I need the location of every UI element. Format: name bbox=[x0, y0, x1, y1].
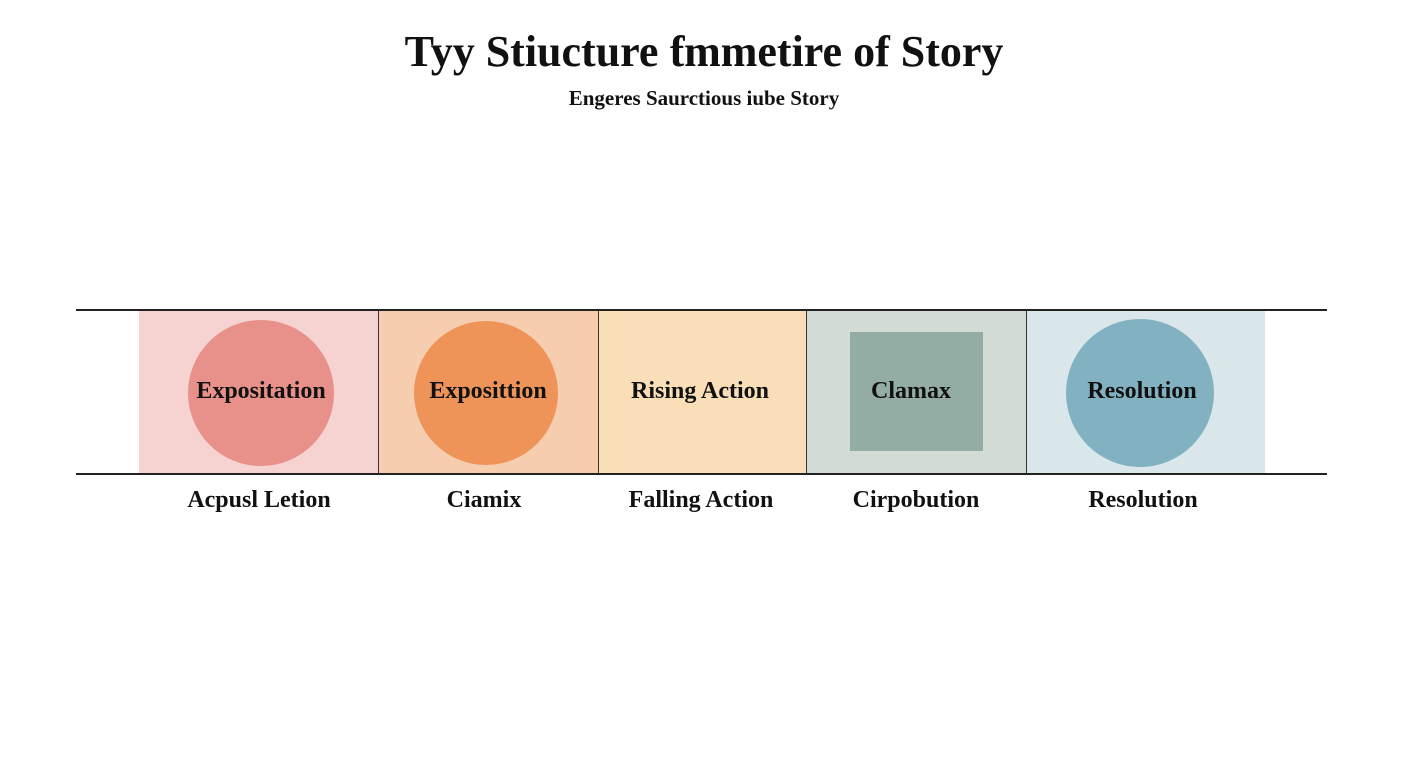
below-label-4: Cirpobution bbox=[852, 487, 980, 513]
stage-label-5: Resolution bbox=[1087, 378, 1197, 404]
below-label-1: Acpusl Letion bbox=[187, 487, 331, 513]
stage-circle-1 bbox=[188, 320, 334, 466]
below-label-5: Resolution bbox=[1088, 487, 1198, 513]
stage-square-4 bbox=[850, 332, 983, 451]
stage-label-3: Rising Action bbox=[630, 378, 770, 404]
stage-panel-3 bbox=[598, 310, 806, 474]
stage-circle-2 bbox=[414, 321, 558, 465]
stage-label-2: Exposittion bbox=[429, 378, 547, 404]
top-rule bbox=[76, 309, 1327, 311]
below-label-2: Ciamix bbox=[446, 487, 522, 513]
stage-circle-5 bbox=[1066, 319, 1214, 467]
stage-label-1: Expositation bbox=[196, 378, 326, 404]
bottom-rule bbox=[76, 473, 1327, 475]
stage-label-4: Clamax bbox=[871, 378, 951, 404]
below-label-3: Falling Action bbox=[628, 487, 774, 513]
diagram-subtitle: Engeres Saurctious iube Story bbox=[568, 86, 840, 110]
diagram-title: Tyy Stiucture ƭmmetire of Story bbox=[404, 27, 1004, 76]
